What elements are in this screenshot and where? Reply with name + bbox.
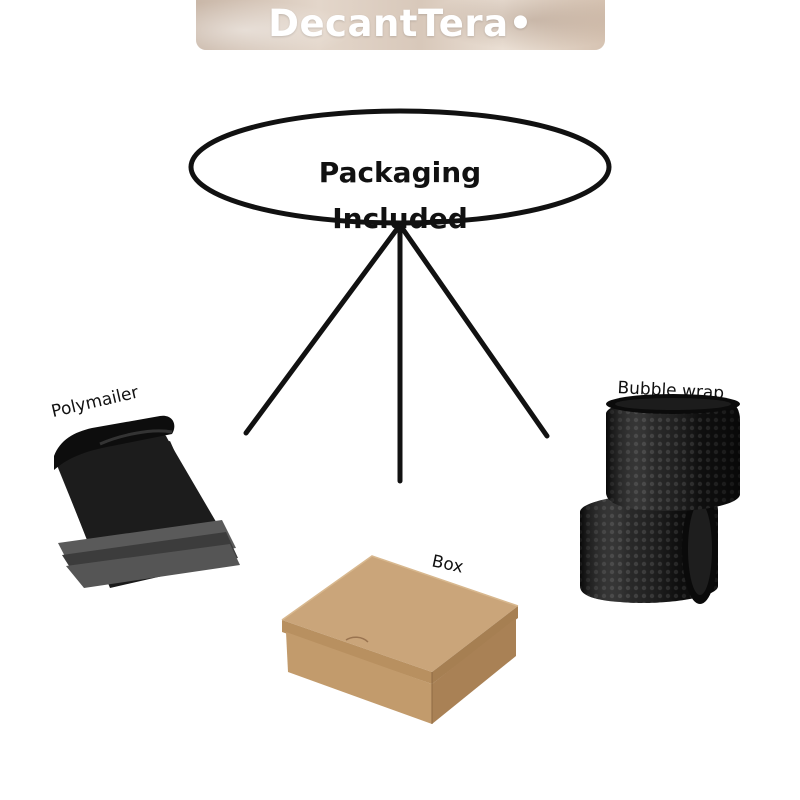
banner-texture: [425, 0, 605, 50]
connector-polymailer: [243, 222, 403, 436]
banner-texture: [196, 0, 356, 50]
center-label: Packaging Included: [318, 156, 482, 235]
connector-bubble-wrap: [397, 222, 550, 439]
brand-logo-text: DecantTera•: [268, 2, 533, 45]
brand-banner: DecantTera•: [196, 0, 605, 50]
